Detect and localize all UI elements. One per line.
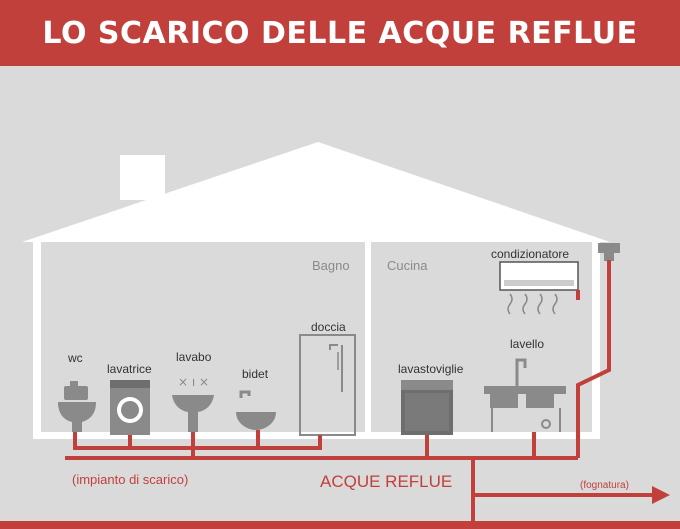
fognatura-arrow-head [652, 486, 670, 504]
partition-wall [365, 240, 371, 438]
label-acque-reflue: ACQUE REFLUE [320, 472, 453, 491]
label-doccia: doccia [311, 320, 346, 334]
kitchen-sink-icon [484, 358, 566, 432]
page-title: LO SCARICO DELLE ACQUE REFLUE [42, 16, 638, 51]
air-conditioner-icon [499, 261, 579, 315]
label-bidet: bidet [242, 367, 269, 381]
gutter-icon [598, 243, 620, 261]
chimney [120, 155, 165, 200]
label-lavabo: lavabo [176, 350, 212, 364]
dishwasher-icon [401, 380, 453, 435]
right-wall [592, 240, 600, 438]
roof [22, 142, 610, 242]
title-banner [0, 0, 680, 66]
bidet-icon [236, 390, 276, 430]
shower-icon [299, 334, 356, 436]
label-impianto-di-scarico: (impianto di scarico) [72, 472, 189, 487]
label-lavello: lavello [510, 337, 545, 351]
wc-icon [58, 381, 96, 432]
left-wall [33, 240, 41, 438]
label-wc: wc [68, 351, 83, 365]
drainage-pipes [65, 260, 655, 529]
label-condizionatore: condizionatore [491, 247, 570, 261]
washbasin-icon: × ı × [172, 375, 214, 432]
label-lavastoviglie: lavastoviglie [398, 362, 464, 376]
bottom-bar [0, 521, 680, 529]
label-lavatrice: lavatrice [107, 362, 152, 376]
svg-text:× ı ×: × ı × [178, 375, 209, 389]
label-fognatura: (fognatura) [580, 480, 629, 491]
room-label-bagno: Bagno [312, 258, 350, 273]
washing-machine-icon [110, 380, 150, 435]
room-label-cucina: Cucina [387, 258, 428, 273]
